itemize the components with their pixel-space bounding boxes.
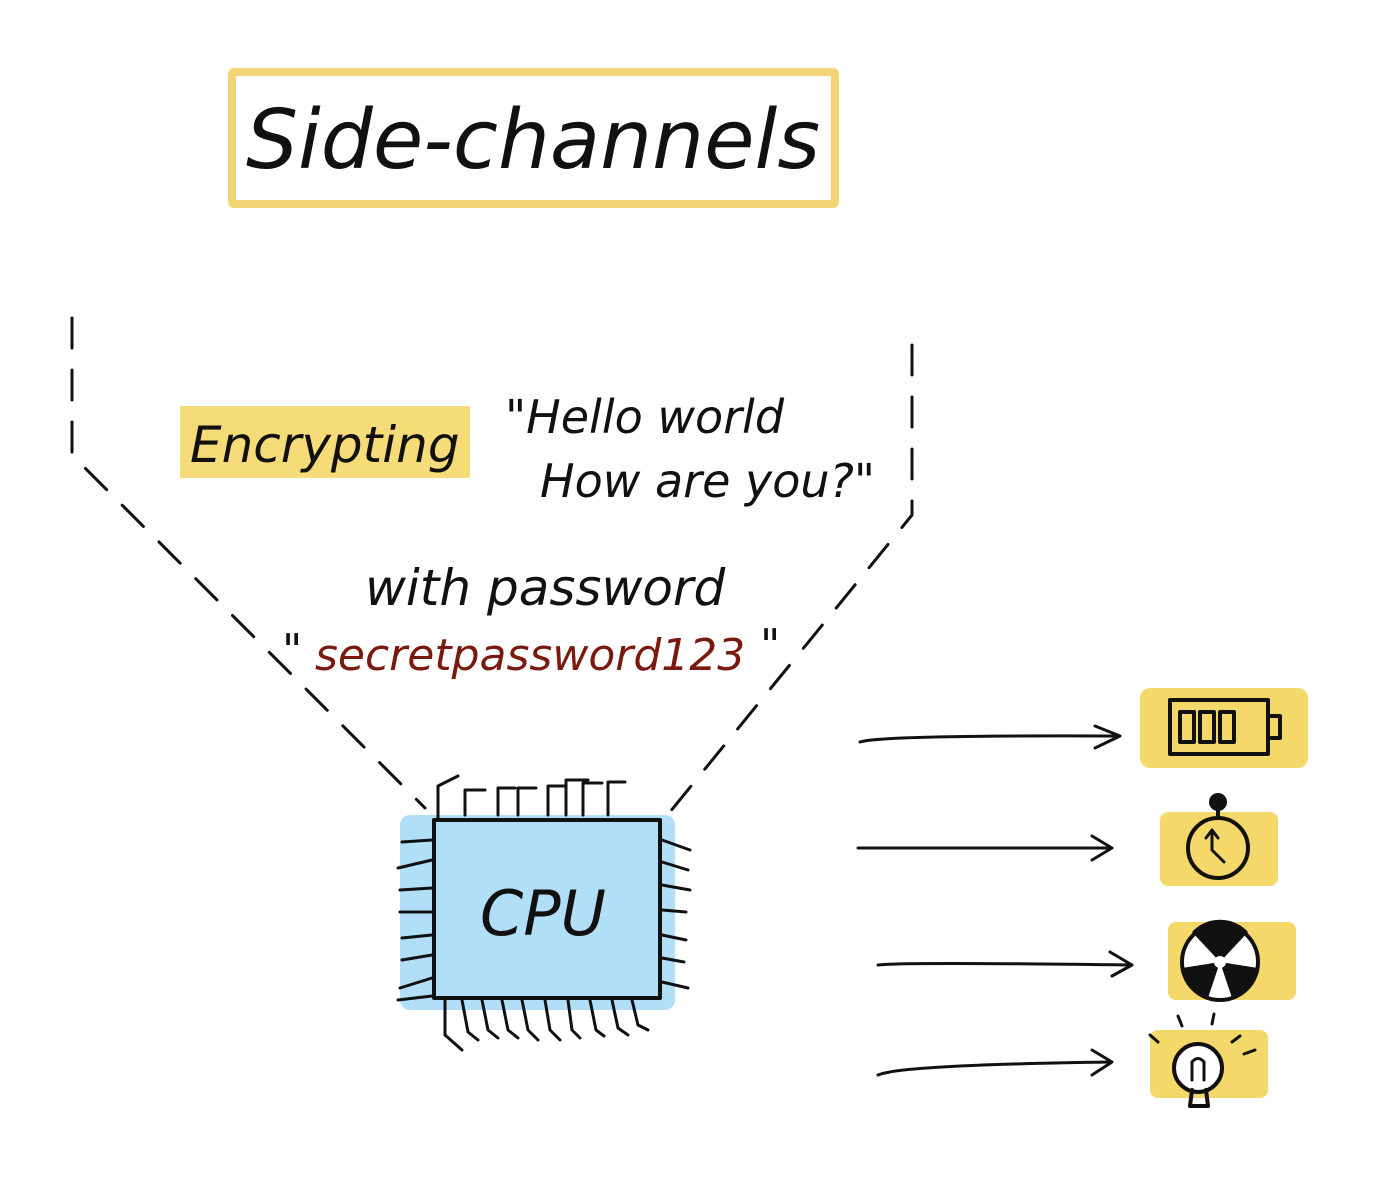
cpu-pins-left (396, 838, 434, 1002)
arrows (856, 724, 1134, 1077)
password-value: secretpassword123 (315, 630, 745, 681)
battery-icon (1140, 688, 1308, 768)
arrow-to-bulb (876, 1048, 1114, 1077)
diagram-title: Side-channels (246, 93, 820, 188)
fan-icon (1168, 919, 1296, 1002)
password-open-quote: " (282, 625, 302, 676)
title-box: Side-channels (228, 68, 839, 208)
arrow-to-battery (858, 724, 1122, 750)
cpu-pins-right (660, 838, 692, 990)
light-bulb-icon (1148, 1012, 1268, 1108)
cpu-chip: CPU (396, 774, 692, 1052)
cpu-pins-bottom (443, 998, 650, 1052)
password-close-quote: " (760, 620, 780, 671)
funnel-outline (70, 316, 914, 820)
message-line-1: "Hello world (505, 390, 785, 444)
cpu-label: CPU (480, 877, 606, 950)
stopwatch-icon (1160, 793, 1278, 886)
cpu-pins-top (436, 774, 627, 820)
password-intro: with password (365, 559, 725, 617)
encrypting-label: Encrypting (180, 406, 470, 478)
message-line-2: How are you?" (540, 454, 875, 508)
encrypting-text: Encrypting (190, 416, 460, 474)
arrow-to-fan (876, 950, 1134, 978)
arrow-to-stopwatch (856, 834, 1114, 862)
